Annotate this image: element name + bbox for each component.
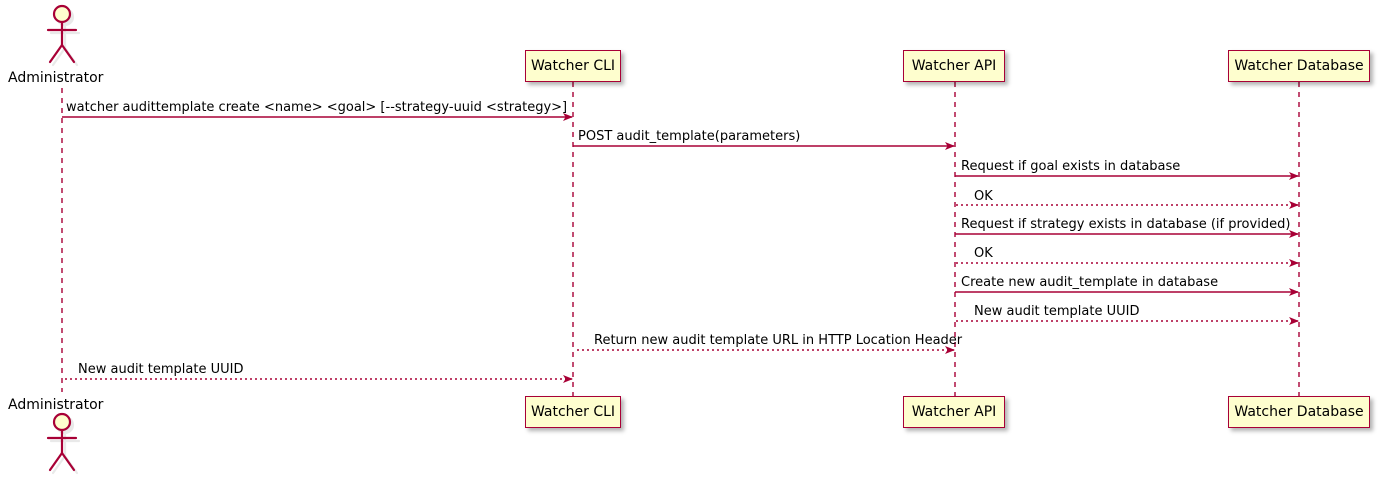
participant-box-watcher-api-bottom[interactable]: Watcher API xyxy=(903,396,1005,428)
lifelines-group xyxy=(61,82,1300,396)
message-label-8: Return new audit template URL in HTTP Lo… xyxy=(594,333,963,348)
participant-box-label: Watcher CLI xyxy=(530,404,616,420)
message-arrows-group xyxy=(62,113,1299,383)
participant-box-watcher-database-top[interactable]: Watcher Database xyxy=(1228,50,1370,82)
participant-box-label: Watcher Database xyxy=(1234,404,1364,420)
message-label-7: New audit template UUID xyxy=(974,304,1140,319)
message-label-5: OK xyxy=(974,246,993,261)
participant-box-label: Watcher API xyxy=(911,404,997,420)
participant-box-label: Watcher API xyxy=(911,58,997,74)
message-label-0: watcher audittemplate create <name> <goa… xyxy=(66,100,568,115)
message-label-9: New audit template UUID xyxy=(78,362,244,377)
participant-box-watcher-api-top[interactable]: Watcher API xyxy=(903,50,1005,82)
message-label-3: OK xyxy=(974,189,993,204)
message-label-6: Create new audit_template in database xyxy=(961,275,1219,290)
actor-figure-administrator-top xyxy=(46,4,78,64)
actor-figure-administrator-bottom xyxy=(46,412,78,472)
actor-label-administrator-top: Administrator xyxy=(8,70,104,86)
message-label-1: POST audit_template(parameters) xyxy=(578,129,801,144)
participant-box-label: Watcher CLI xyxy=(530,58,616,74)
participant-box-watcher-cli-top[interactable]: Watcher CLI xyxy=(525,50,621,82)
actor-label-administrator-bottom: Administrator xyxy=(8,397,104,413)
message-label-2: Request if goal exists in database xyxy=(961,159,1181,174)
message-label-4: Request if strategy exists in database (… xyxy=(961,217,1291,232)
participant-box-label: Watcher Database xyxy=(1234,58,1364,74)
participant-box-watcher-database-bottom[interactable]: Watcher Database xyxy=(1228,396,1370,428)
participant-box-watcher-cli-bottom[interactable]: Watcher CLI xyxy=(525,396,621,428)
actor-figures-group xyxy=(46,4,81,475)
